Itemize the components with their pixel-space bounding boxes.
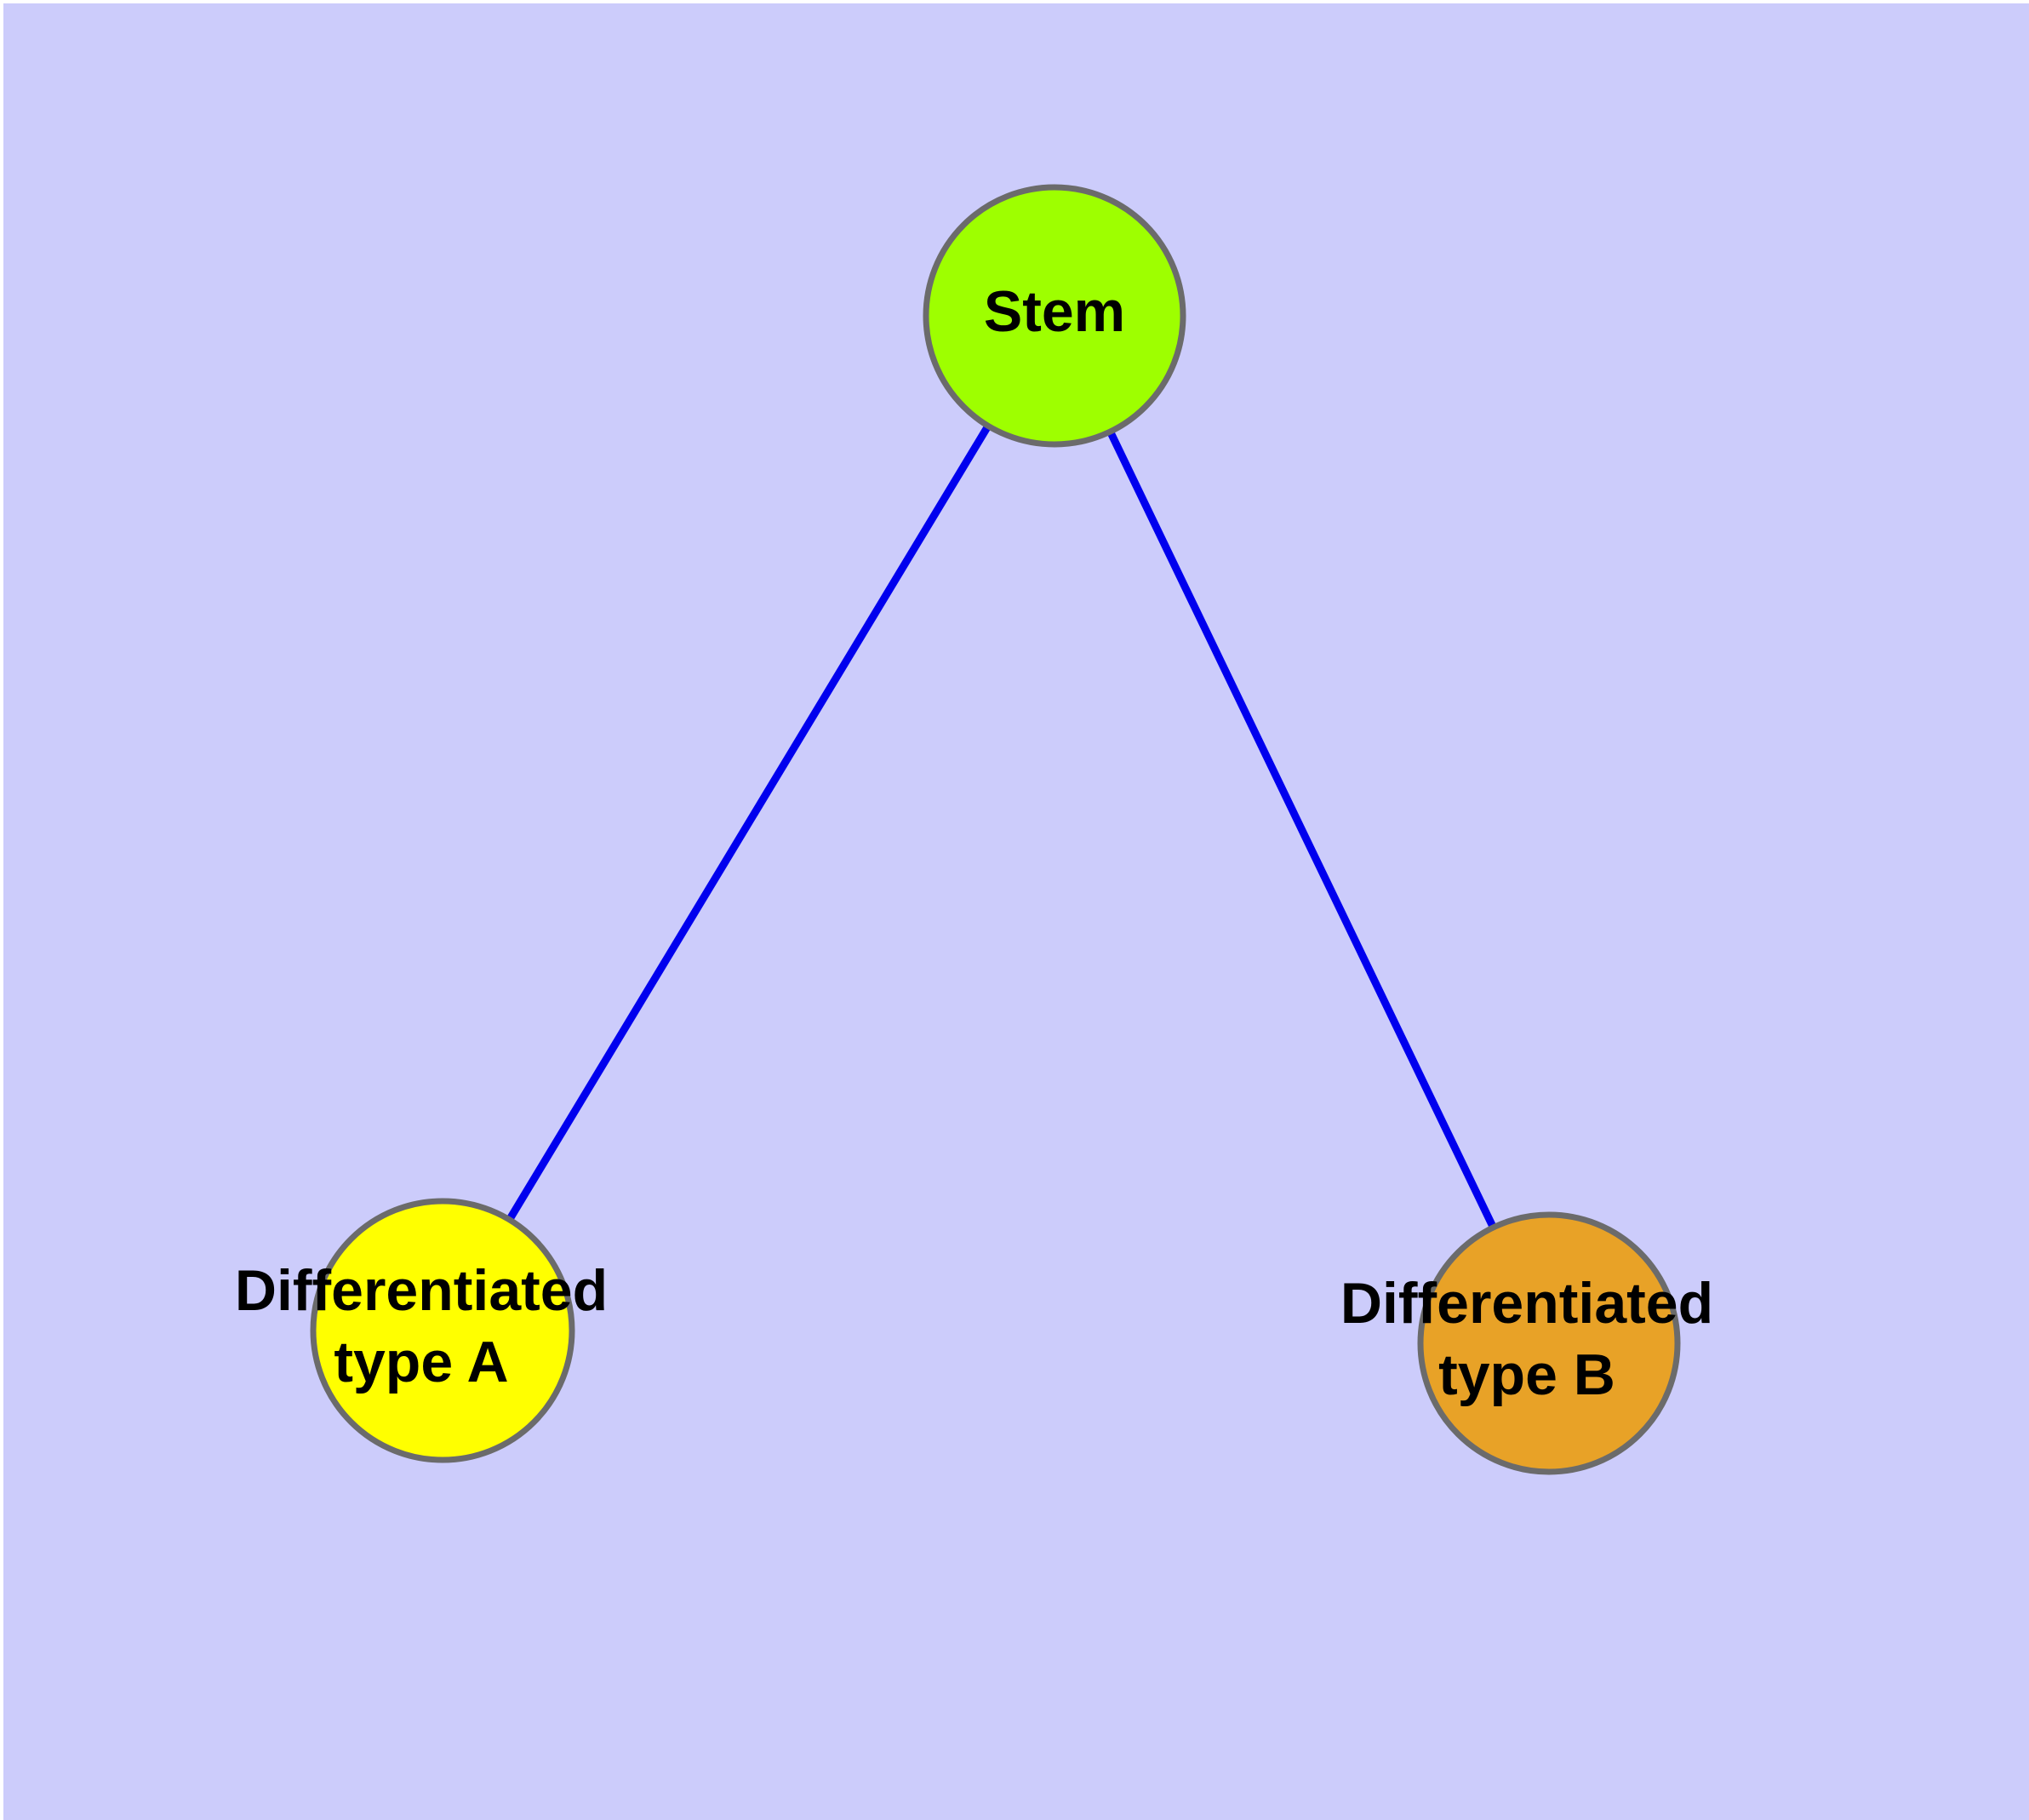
graph-node-diff_b[interactable] bbox=[1417, 1211, 1681, 1475]
edges-layer bbox=[439, 313, 1553, 1345]
node-label-line: Differentiated bbox=[1340, 1271, 1713, 1336]
graph-node-diff_a[interactable] bbox=[310, 1198, 575, 1463]
node-label-line: type B bbox=[1438, 1342, 1615, 1407]
node-label-diff_a: Differentiated type A bbox=[235, 1258, 608, 1394]
nodes-layer bbox=[310, 184, 1681, 1475]
node-label-line: type A bbox=[334, 1330, 508, 1394]
node-label-line: Stem bbox=[984, 279, 1125, 344]
graph-edge[interactable] bbox=[439, 313, 1058, 1333]
node-label-stem: Stem bbox=[984, 279, 1125, 344]
graph-edge[interactable] bbox=[1050, 314, 1553, 1345]
graph-node-stem[interactable] bbox=[923, 184, 1186, 448]
node-label-line: Differentiated bbox=[235, 1258, 608, 1323]
